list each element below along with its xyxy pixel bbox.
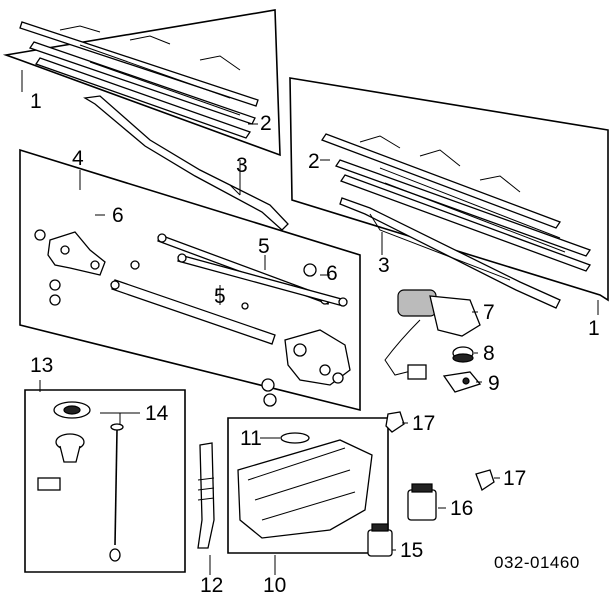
- left-wiper-arm: [83, 95, 289, 231]
- washer-tube-long: [109, 423, 124, 562]
- strainer: [55, 433, 85, 463]
- callout-5-lower: 5: [214, 285, 226, 308]
- right-wiper-arm: [339, 197, 561, 309]
- left-blade-panel: [2, 9, 281, 157]
- callout-15: 15: [400, 539, 423, 562]
- link-rod-lower: [177, 253, 348, 307]
- callout-1-left: 1: [30, 90, 42, 113]
- callout-13: 13: [30, 354, 53, 377]
- washer-nozzle-17a: [385, 411, 405, 433]
- callout-3-left: 3: [236, 154, 248, 177]
- callout-4: 4: [72, 147, 84, 170]
- callout-3-right: 3: [378, 254, 390, 277]
- left-wiper-blade: [19, 21, 259, 139]
- washer-reservoir: [237, 432, 373, 539]
- reservoir-panel: [227, 417, 389, 554]
- callout-11: 11: [240, 427, 262, 450]
- callout-10: 10: [263, 574, 286, 597]
- link-rod-long: [110, 279, 276, 345]
- callout-7: 7: [483, 301, 495, 324]
- pivot-left: [47, 231, 106, 276]
- washer-filler-hose: [197, 442, 215, 549]
- motor-bracket: [442, 371, 482, 393]
- callout-6-lower: 6: [326, 262, 338, 285]
- linkage-panel: [19, 95, 361, 412]
- callout-16: 16: [450, 497, 473, 520]
- right-wiper-blade: [321, 133, 592, 272]
- right-blade-panel: [289, 77, 609, 309]
- callout-14: 14: [145, 402, 169, 425]
- motor-grommet: [452, 346, 474, 363]
- small-fasteners: [34, 229, 344, 407]
- washer-nozzle-17b: [475, 469, 495, 491]
- callout-5-upper: 5: [258, 235, 270, 258]
- callout-12: 12: [200, 574, 223, 597]
- callout-9: 9: [488, 372, 500, 395]
- callout-17-lower: 17: [503, 467, 526, 490]
- wiper-motor: [384, 289, 481, 380]
- washer-pump-16: [407, 483, 437, 521]
- cap-panel: [24, 389, 186, 573]
- callout-1-right: 1: [588, 317, 600, 340]
- diagram-code: 032-01460: [494, 553, 580, 572]
- washer-pump-15: [367, 523, 393, 557]
- callout-6-upper: 6: [112, 204, 124, 227]
- callout-8: 8: [483, 342, 495, 365]
- callout-17-upper: 17: [412, 412, 435, 435]
- leader-lines: [21, 70, 599, 575]
- reservoir-cap: [53, 401, 91, 419]
- callout-2-left: 2: [260, 112, 272, 135]
- connector-small: [37, 477, 61, 491]
- callout-2-right: 2: [308, 150, 320, 173]
